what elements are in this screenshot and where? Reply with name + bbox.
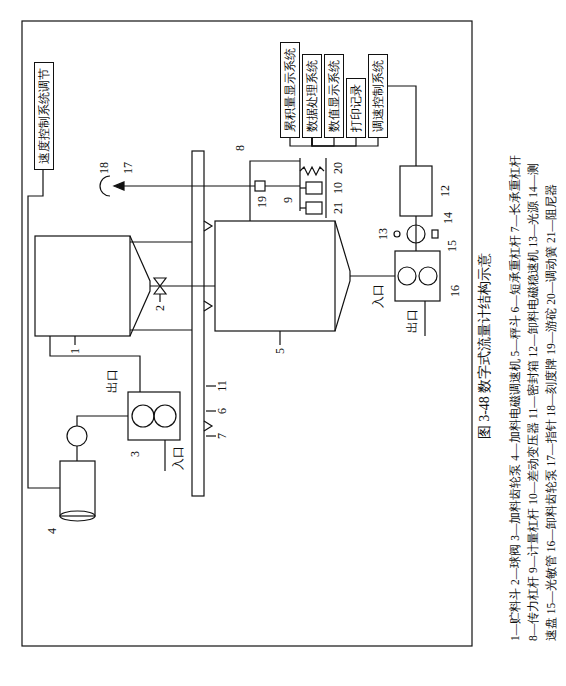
system-box: 调速控制系统 [368, 54, 388, 138]
bus-connector [290, 138, 312, 146]
system-box: 累积量显示系统 [280, 42, 300, 138]
callout-number: 17 [122, 161, 134, 175]
callout-number: 15 [446, 239, 458, 253]
weigh-hopper [215, 221, 395, 345]
callout-number: 16 [449, 284, 461, 298]
port-label: 入口 [372, 283, 384, 309]
callout-number: 12 [439, 184, 451, 198]
callout-number: 9 [282, 196, 294, 204]
bus-connector [312, 138, 334, 146]
callout-number: 4 [46, 527, 58, 535]
bus-connector [312, 138, 378, 146]
callout-number: 7 [216, 432, 228, 440]
box-text: 调速控制系统 [371, 60, 385, 132]
control-wire [28, 170, 60, 488]
feed-motor [60, 416, 128, 521]
box-text: 累积量显示系统 [283, 48, 297, 132]
port-label: 出口 [106, 368, 118, 394]
bus-connector [312, 138, 356, 146]
callout-number: 1 [69, 347, 81, 355]
system-box: 速度控制系统调节 [34, 62, 54, 170]
callout-number: 20 [332, 161, 344, 175]
discharge-pump [395, 251, 440, 336]
lever-base [192, 151, 216, 496]
system-box: 数据处理系统 [302, 54, 322, 138]
system-box: 打印记录 [346, 78, 366, 138]
feed-gear-pump [50, 336, 180, 471]
callout-number: 3 [129, 450, 141, 458]
callout-number: 8 [234, 144, 246, 152]
callout-number: 19 [256, 195, 268, 209]
system-box: 数值显示系统 [324, 54, 344, 138]
callout-number: 13 [377, 227, 389, 241]
storage-hopper [35, 236, 192, 345]
callout-number: 10 [332, 181, 344, 195]
callout-number: 2 [154, 304, 166, 312]
callout-number: 5 [274, 347, 286, 355]
parts-legend-line: 8—传力杠杆 9—计量杠杆 10—差动变压器 11—密封箱 12—卸料电磁稳速机… [526, 163, 541, 641]
port-label: 出口 [406, 308, 418, 334]
ball-valve [150, 278, 215, 302]
port-label: 入口 [172, 445, 184, 471]
callout-number: 18 [98, 161, 110, 175]
parts-legend-line: 1—贮料斗 2—球阀 3—加料齿轮泵 4—加料电磁调速机 5—秤斗 6—短承重杠… [508, 155, 523, 641]
figure-caption: 图 3-48 数字式流量计结构示意 [477, 253, 494, 440]
box-text: 打印记录 [349, 84, 363, 132]
metering-levers [100, 158, 326, 221]
frame [22, 21, 472, 646]
callout-number: 11 [216, 379, 228, 393]
box-text: 速度控制系统调节 [37, 68, 51, 164]
parts-legend-line: 速盘 15—光敏管 16—卸料齿轮泵 17—指针 18—刻度牌 19—游砣 20… [544, 184, 559, 641]
discharge-motor [388, 86, 438, 251]
callout-number: 6 [216, 407, 228, 415]
callout-number: 14 [442, 211, 454, 225]
callout-number: 21 [332, 201, 344, 215]
box-text: 数值显示系统 [327, 60, 341, 132]
box-text: 数据处理系统 [305, 60, 319, 132]
